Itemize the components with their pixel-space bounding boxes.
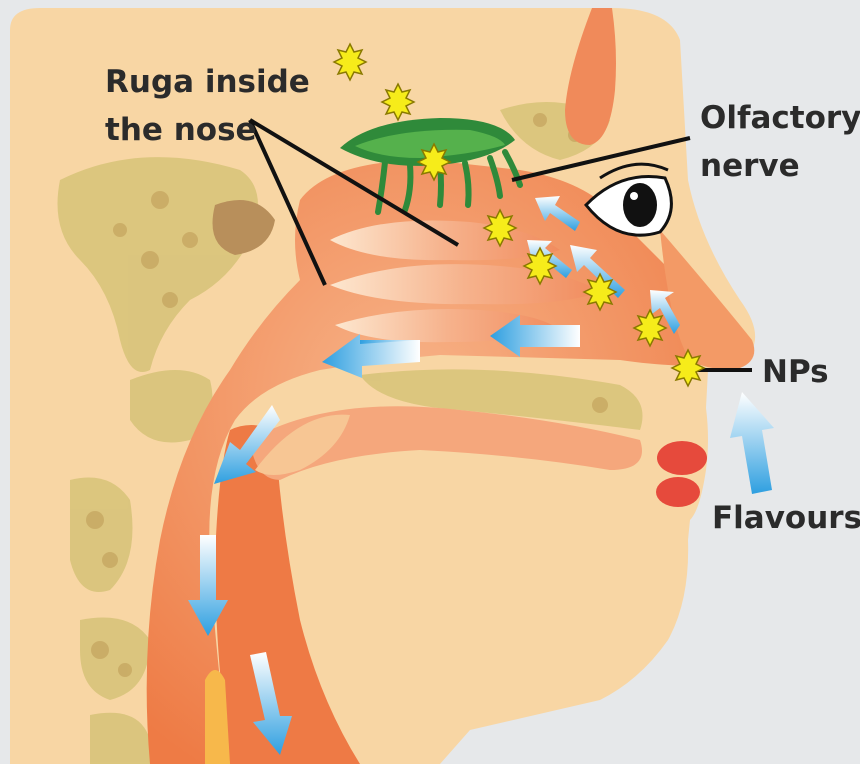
- label-ruga-line2: the nose: [105, 112, 257, 148]
- label-nps: NPs: [762, 354, 829, 390]
- label-olfactory-line2: nerve: [700, 148, 800, 184]
- label-olfactory-line1: Olfactory: [700, 100, 860, 136]
- label-flavours: Flavours: [712, 500, 860, 536]
- arrow-flavours: [730, 392, 774, 494]
- label-ruga-line1: Ruga inside: [105, 64, 310, 100]
